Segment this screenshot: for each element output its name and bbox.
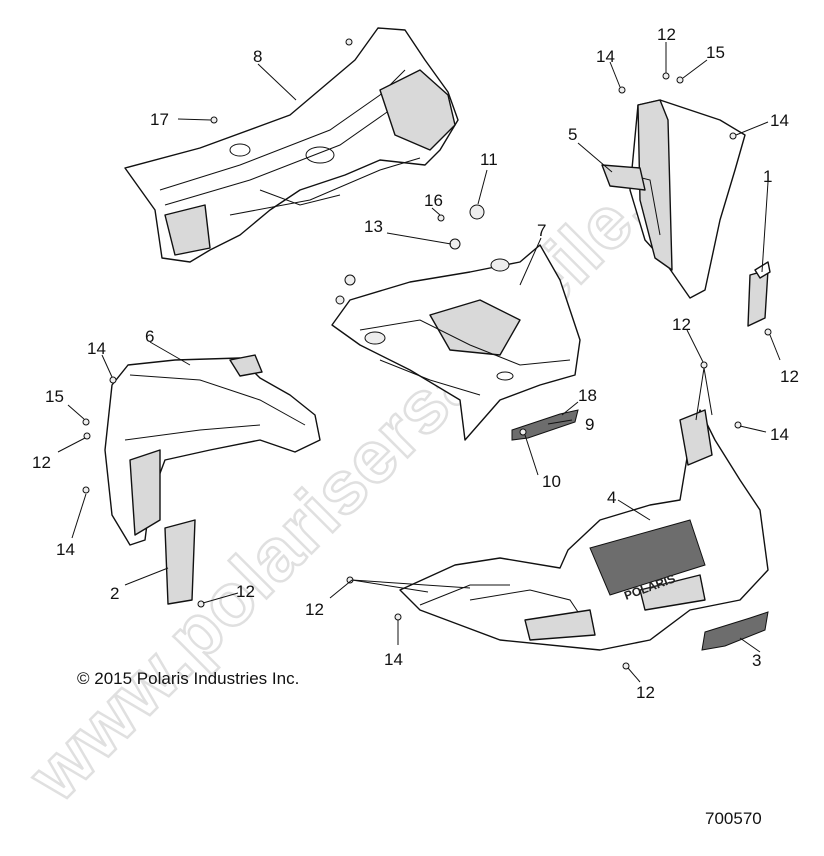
- callout-13: 13: [364, 217, 383, 236]
- fastener-14-left: [109, 376, 117, 384]
- part-6-fender: [104, 354, 321, 546]
- part-5-side-panel: [601, 99, 746, 299]
- fastener-10: [519, 428, 527, 436]
- callout-3: 3: [752, 651, 761, 670]
- fastener-top: [345, 38, 353, 46]
- callout-12-top: 12: [657, 25, 676, 44]
- fastener-11: [469, 204, 485, 220]
- callout-9: 9: [585, 415, 594, 434]
- part-1-bracket: [747, 261, 771, 327]
- fastener-13: [449, 238, 461, 250]
- fastener-12-bottom: [622, 662, 630, 670]
- callout-5: 5: [568, 125, 577, 144]
- callout-14-fender: 14: [56, 540, 75, 559]
- callout-14-top: 14: [596, 47, 615, 66]
- part-9-grille: [511, 409, 579, 441]
- callout-8: 8: [253, 47, 262, 66]
- callout-11: 11: [480, 150, 498, 169]
- callout-18: 18: [578, 386, 597, 405]
- callout-12-bumper-left: 12: [305, 600, 324, 619]
- fastener-12-right: [764, 328, 772, 336]
- diagram-number: 700570: [705, 809, 762, 828]
- fastener-12-left: [83, 432, 91, 440]
- callout-labels: 8 17 11 16 13 7 5 14 12 15 14 1 12 12 14…: [32, 25, 799, 702]
- callout-1: 1: [763, 167, 772, 186]
- callout-12-bottom: 12: [636, 683, 655, 702]
- fastener-14-bottom: [394, 613, 402, 621]
- fastener-15-top: [676, 76, 684, 84]
- fastener-14-right: [729, 132, 737, 140]
- callout-15-left: 15: [45, 387, 64, 406]
- fastener-12-bracket: [197, 600, 205, 608]
- fastener-14-fender: [82, 486, 90, 494]
- fastener-14-top: [618, 86, 626, 94]
- part-8-dash-panel: [124, 27, 459, 263]
- fasteners: [82, 38, 772, 670]
- callout-7: 7: [537, 221, 546, 240]
- copyright-text: © 2015 Polaris Industries Inc.: [77, 669, 299, 688]
- fastener-hood-a: [344, 274, 356, 286]
- callout-15-top: 15: [706, 43, 725, 62]
- callout-14-left: 14: [87, 339, 106, 358]
- fastener-12-top: [662, 72, 670, 80]
- part-3-lower-grille: [701, 611, 769, 651]
- fastener-17: [210, 116, 218, 124]
- callout-12-bumper: 12: [672, 315, 691, 334]
- part-7-hood: [331, 244, 581, 441]
- fastener-14-bumper: [734, 421, 742, 429]
- fastener-15-left: [82, 418, 90, 426]
- leader-lines: [57, 42, 781, 683]
- part-2-bracket: [164, 519, 196, 605]
- callout-12-bracket: 12: [236, 582, 255, 601]
- fastener-16: [437, 214, 445, 222]
- fastener-hood-b: [335, 295, 345, 305]
- callout-12-right: 12: [780, 367, 799, 386]
- callout-14-right: 14: [770, 111, 789, 130]
- callout-17: 17: [150, 110, 169, 129]
- callout-14-bottom: 14: [384, 650, 403, 669]
- callout-4: 4: [607, 488, 616, 507]
- callout-16: 16: [424, 191, 443, 210]
- callout-10: 10: [542, 472, 561, 491]
- callout-2: 2: [110, 584, 119, 603]
- fastener-12-bumper: [700, 361, 708, 369]
- callout-14-bumper: 14: [770, 425, 789, 444]
- callout-12-left: 12: [32, 453, 51, 472]
- callout-6: 6: [145, 327, 154, 346]
- part-4-front-bumper: POLARIS: [399, 409, 769, 651]
